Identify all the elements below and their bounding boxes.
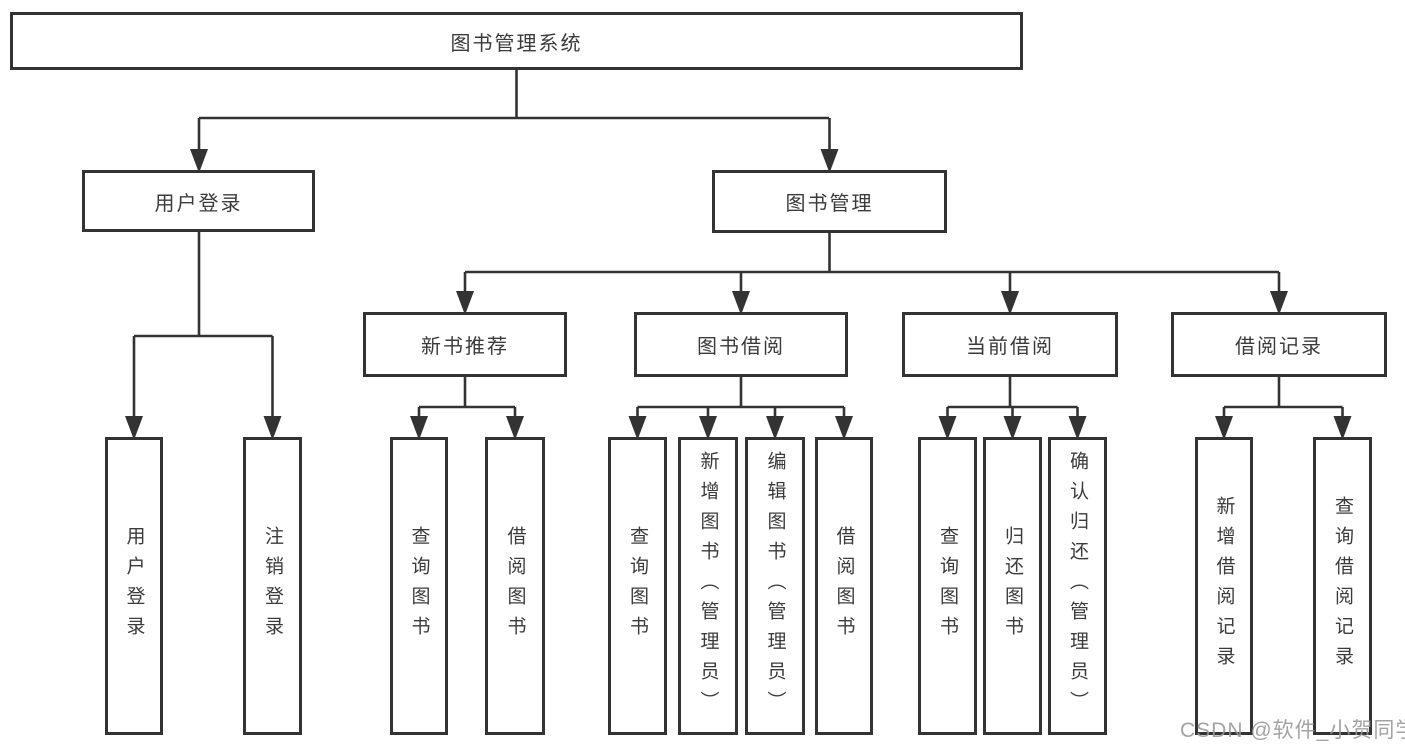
leaf-borrow-books-1: 借阅图书 — [485, 437, 545, 735]
leaf-query-books-1: 查询图书 — [390, 437, 448, 735]
leaf-query-books-2-label: 查询图书 — [627, 526, 648, 646]
node-book-management: 图书管理 — [712, 170, 947, 233]
node-root: 图书管理系统 — [10, 12, 1023, 70]
watermark: CSDN @软件_小贺同学 — [1180, 719, 1405, 742]
leaf-logout: 注销登录 — [243, 437, 302, 735]
leaf-return-books: 归还图书 — [983, 437, 1042, 735]
leaf-add-borrow-record: 新增借阅记录 — [1195, 437, 1253, 735]
leaf-borrow-books-2: 借阅图书 — [815, 437, 873, 735]
leaf-query-books-3-label: 查询图书 — [937, 526, 958, 646]
node-user-login: 用户登录 — [82, 170, 315, 232]
leaf-confirm-return-admin-label: 确认归还（管理员） — [1067, 451, 1088, 721]
leaf-add-books-admin: 新增图书（管理员） — [678, 437, 738, 735]
node-new-book-recommendation: 新书推荐 — [363, 312, 567, 377]
leaf-user-login: 用户登录 — [105, 437, 163, 735]
leaf-edit-books-admin-label: 编辑图书（管理员） — [764, 451, 786, 721]
leaf-query-books-1-label: 查询图书 — [408, 526, 430, 646]
leaf-borrow-books-1-label: 借阅图书 — [504, 526, 526, 646]
leaf-query-borrow-record: 查询借阅记录 — [1313, 437, 1372, 735]
leaf-borrow-books-2-label: 借阅图书 — [833, 526, 855, 646]
leaf-query-borrow-record-label: 查询借阅记录 — [1332, 496, 1353, 676]
leaf-add-books-admin-label: 新增图书（管理员） — [697, 451, 719, 721]
leaf-user-login-label: 用户登录 — [123, 526, 145, 646]
node-book-borrowing: 图书借阅 — [634, 312, 848, 377]
leaf-query-books-2: 查询图书 — [608, 437, 667, 735]
leaf-edit-books-admin: 编辑图书（管理员） — [745, 437, 805, 735]
leaf-query-books-3: 查询图书 — [918, 437, 977, 735]
leaf-confirm-return-admin: 确认归还（管理员） — [1048, 437, 1107, 735]
node-current-borrowing: 当前借阅 — [902, 312, 1118, 377]
leaf-add-borrow-record-label: 新增借阅记录 — [1213, 496, 1235, 676]
leaf-return-books-label: 归还图书 — [1002, 526, 1023, 646]
leaf-logout-label: 注销登录 — [262, 526, 283, 646]
node-borrowing-records: 借阅记录 — [1171, 312, 1387, 377]
